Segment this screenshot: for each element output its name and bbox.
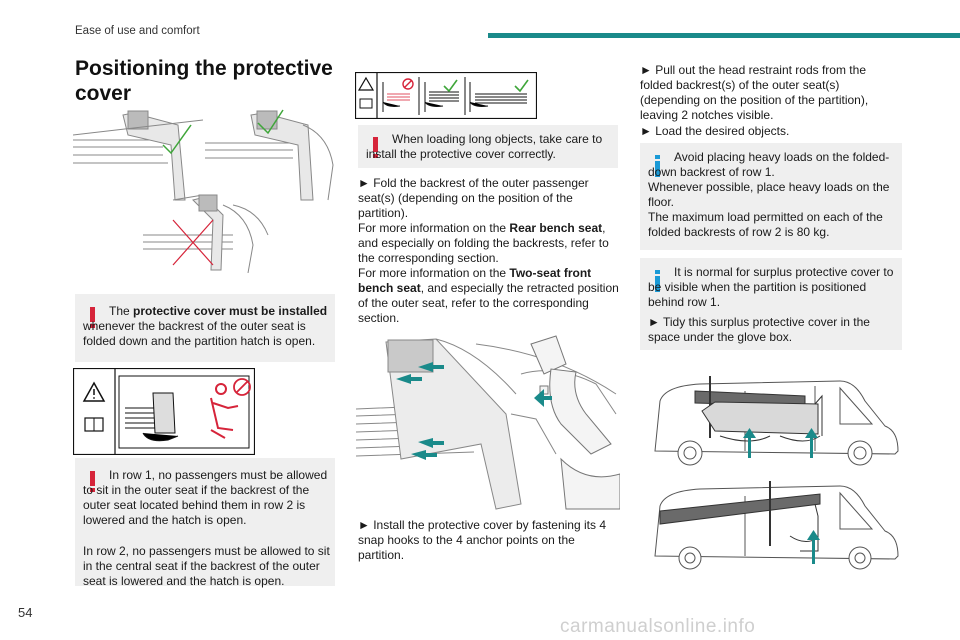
page-title: Positioning the protective cover [75, 57, 333, 105]
watermark: carmanualsonline.info [560, 616, 756, 637]
warning-box-passengers: In row 1, no passengers must be allowed … [75, 458, 335, 588]
info-text-b: Whenever possible, place heavy loads on … [648, 180, 890, 209]
pull-head-restraint-step: ► Pull out the head restraint rods from … [640, 63, 869, 122]
pictogram-long-objects [355, 72, 537, 119]
info-text-a: It is normal for surplus protective cove… [648, 265, 894, 309]
rear-bench-info: For more information on the Rear bench s… [358, 221, 609, 265]
illustration-van-loading [640, 366, 902, 570]
illustration-seat-cover-positions [73, 105, 335, 273]
warning-box-long-objects: When loading long objects, take care to … [358, 125, 618, 168]
fold-backrest-step: ► Fold the backrest of the outer passeng… [358, 176, 589, 220]
warning-icon [90, 307, 95, 328]
warning-text: When loading long objects, take care to … [366, 132, 603, 161]
warning-text: The protective cover must be installed w… [83, 304, 328, 348]
section-title: Ease of use and comfort [75, 25, 200, 37]
install-cover-step: ► Install the protective cover by fasten… [358, 518, 606, 562]
warning-text-row1: In row 1, no passengers must be allowed … [83, 468, 328, 527]
warning-icon [90, 471, 95, 492]
info-icon [655, 155, 660, 177]
front-bench-info: For more information on the Two-seat fro… [358, 266, 619, 325]
header-accent-bar [488, 33, 960, 38]
info-text-b: ► Tidy this surplus protective cover in … [648, 315, 870, 344]
load-objects-step: ► Load the desired objects. [640, 124, 790, 138]
illustration-snap-hooks [356, 334, 620, 512]
info-box-heavy-loads: Avoid placing heavy loads on the folded-… [640, 143, 902, 250]
page-number: 54 [18, 605, 33, 620]
info-icon [655, 270, 660, 292]
info-text-c: The maximum load permitted on each of th… [648, 210, 883, 239]
warning-box-cover-required: The protective cover must be installed w… [75, 294, 335, 362]
warning-icon [373, 137, 378, 158]
warning-text-row2: In row 2, no passengers must be allowed … [83, 544, 330, 588]
info-text-a: Avoid placing heavy loads on the folded-… [648, 150, 890, 179]
info-box-surplus-cover: It is normal for surplus protective cove… [640, 258, 902, 350]
pictogram-no-passenger [73, 368, 255, 455]
